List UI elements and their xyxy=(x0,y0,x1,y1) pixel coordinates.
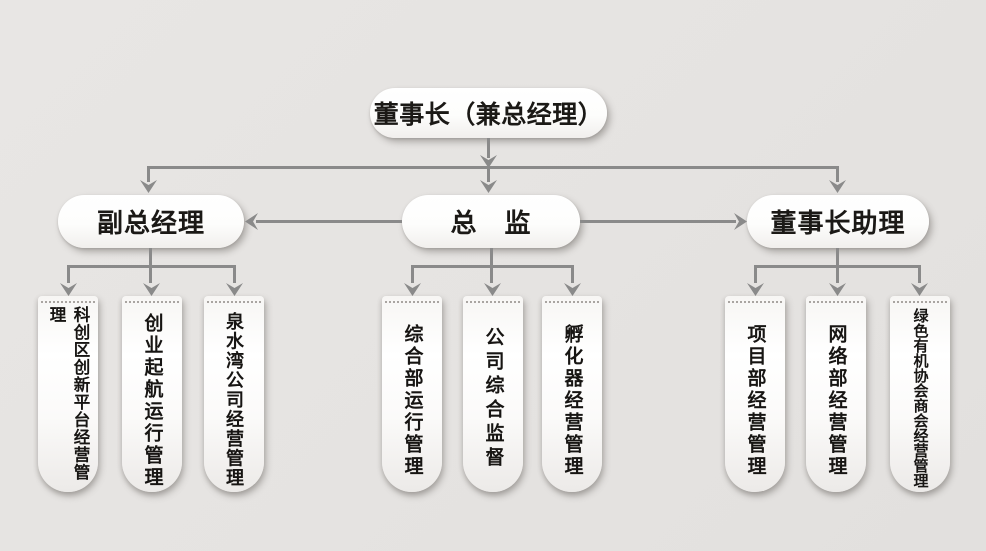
connector-assistant-stem xyxy=(836,248,839,267)
connector-chairman-stem xyxy=(487,138,490,158)
pill-dept-company-supervision: 公司综合监督 xyxy=(463,296,523,492)
pill-dept-green-organic-association: 绿色有机协会商会经营管理 xyxy=(890,296,950,492)
perforation-line xyxy=(385,301,439,303)
node-deputy-gm-label: 副总经理 xyxy=(96,208,205,238)
connector-drop xyxy=(149,268,152,283)
connector-drop xyxy=(233,265,236,283)
pill-label: 综合部运行管理 xyxy=(401,324,423,478)
pill-dept-innovation-platform: 科创区创新平台经营管理 xyxy=(38,296,98,492)
connector-drop-deputy xyxy=(147,166,150,182)
pill-label: 公司综合监督 xyxy=(482,327,504,471)
node-chairman-assistant-label: 董事长助理 xyxy=(770,208,906,238)
connector-director-to-deputy xyxy=(256,220,402,223)
connector-director-to-assistant xyxy=(580,220,736,223)
connector-drop-assistant xyxy=(836,166,839,182)
connector-drop xyxy=(490,268,493,283)
perforation-line xyxy=(41,301,95,303)
arrow-down-icon xyxy=(143,283,160,296)
node-chairman: 董事长（兼总经理） xyxy=(370,88,607,138)
pill-dept-quanshuiwan: 泉水湾公司经营管理 xyxy=(204,296,264,492)
pill-label: 泉水湾公司经营管理 xyxy=(224,312,244,488)
connector-drop xyxy=(754,265,757,283)
connector-deputy-bus xyxy=(67,265,236,268)
perforation-line xyxy=(125,301,179,303)
pill-label: 科创区创新平台经营管理 xyxy=(47,306,89,481)
node-deputy-gm: 副总经理 xyxy=(58,195,244,248)
pill-label: 绿色有机协会商会经营管理 xyxy=(911,308,929,488)
arrow-down-icon xyxy=(747,283,764,296)
pill-label: 网络部经营管理 xyxy=(825,324,847,478)
connector-drop xyxy=(411,265,414,283)
perforation-line xyxy=(728,301,782,303)
arrow-down-icon xyxy=(60,283,77,296)
connector-drop xyxy=(67,265,70,283)
perforation-line xyxy=(809,301,863,303)
pill-label: 孵化器经营管理 xyxy=(561,324,583,478)
connector-deputy-stem xyxy=(149,248,152,267)
perforation-line xyxy=(207,301,261,303)
perforation-line xyxy=(466,301,520,303)
connector-level2-bus xyxy=(148,166,839,169)
pill-dept-startup-launch: 创业起航运行管理 xyxy=(122,296,182,492)
connector-director-stem xyxy=(490,248,493,267)
arrow-down-icon xyxy=(564,283,581,296)
arrow-down-icon xyxy=(226,283,243,296)
arrow-down-icon xyxy=(404,283,421,296)
node-chairman-label: 董事长（兼总经理） xyxy=(373,101,604,129)
perforation-line xyxy=(893,301,947,303)
pill-dept-project: 项目部经营管理 xyxy=(725,296,785,492)
pill-label: 创业起航运行管理 xyxy=(141,313,163,489)
connector-director-bus xyxy=(411,265,574,268)
node-chairman-assistant: 董事长助理 xyxy=(747,195,929,248)
node-director: 总 监 xyxy=(402,195,580,248)
pill-dept-general-operations: 综合部运行管理 xyxy=(382,296,442,492)
connector-assistant-bus xyxy=(754,265,920,268)
connector-drop-director xyxy=(487,169,490,182)
arrow-down-icon xyxy=(911,283,928,296)
pill-dept-network: 网络部经营管理 xyxy=(806,296,866,492)
connector-drop xyxy=(836,268,839,283)
arrow-down-icon xyxy=(829,283,846,296)
pill-dept-incubator: 孵化器经营管理 xyxy=(542,296,602,492)
perforation-line xyxy=(545,301,599,303)
arrow-down-icon xyxy=(484,283,501,296)
node-director-label: 总 监 xyxy=(450,208,532,238)
connector-drop xyxy=(571,265,574,283)
connector-drop xyxy=(918,265,921,283)
pill-label: 项目部经营管理 xyxy=(744,324,766,478)
